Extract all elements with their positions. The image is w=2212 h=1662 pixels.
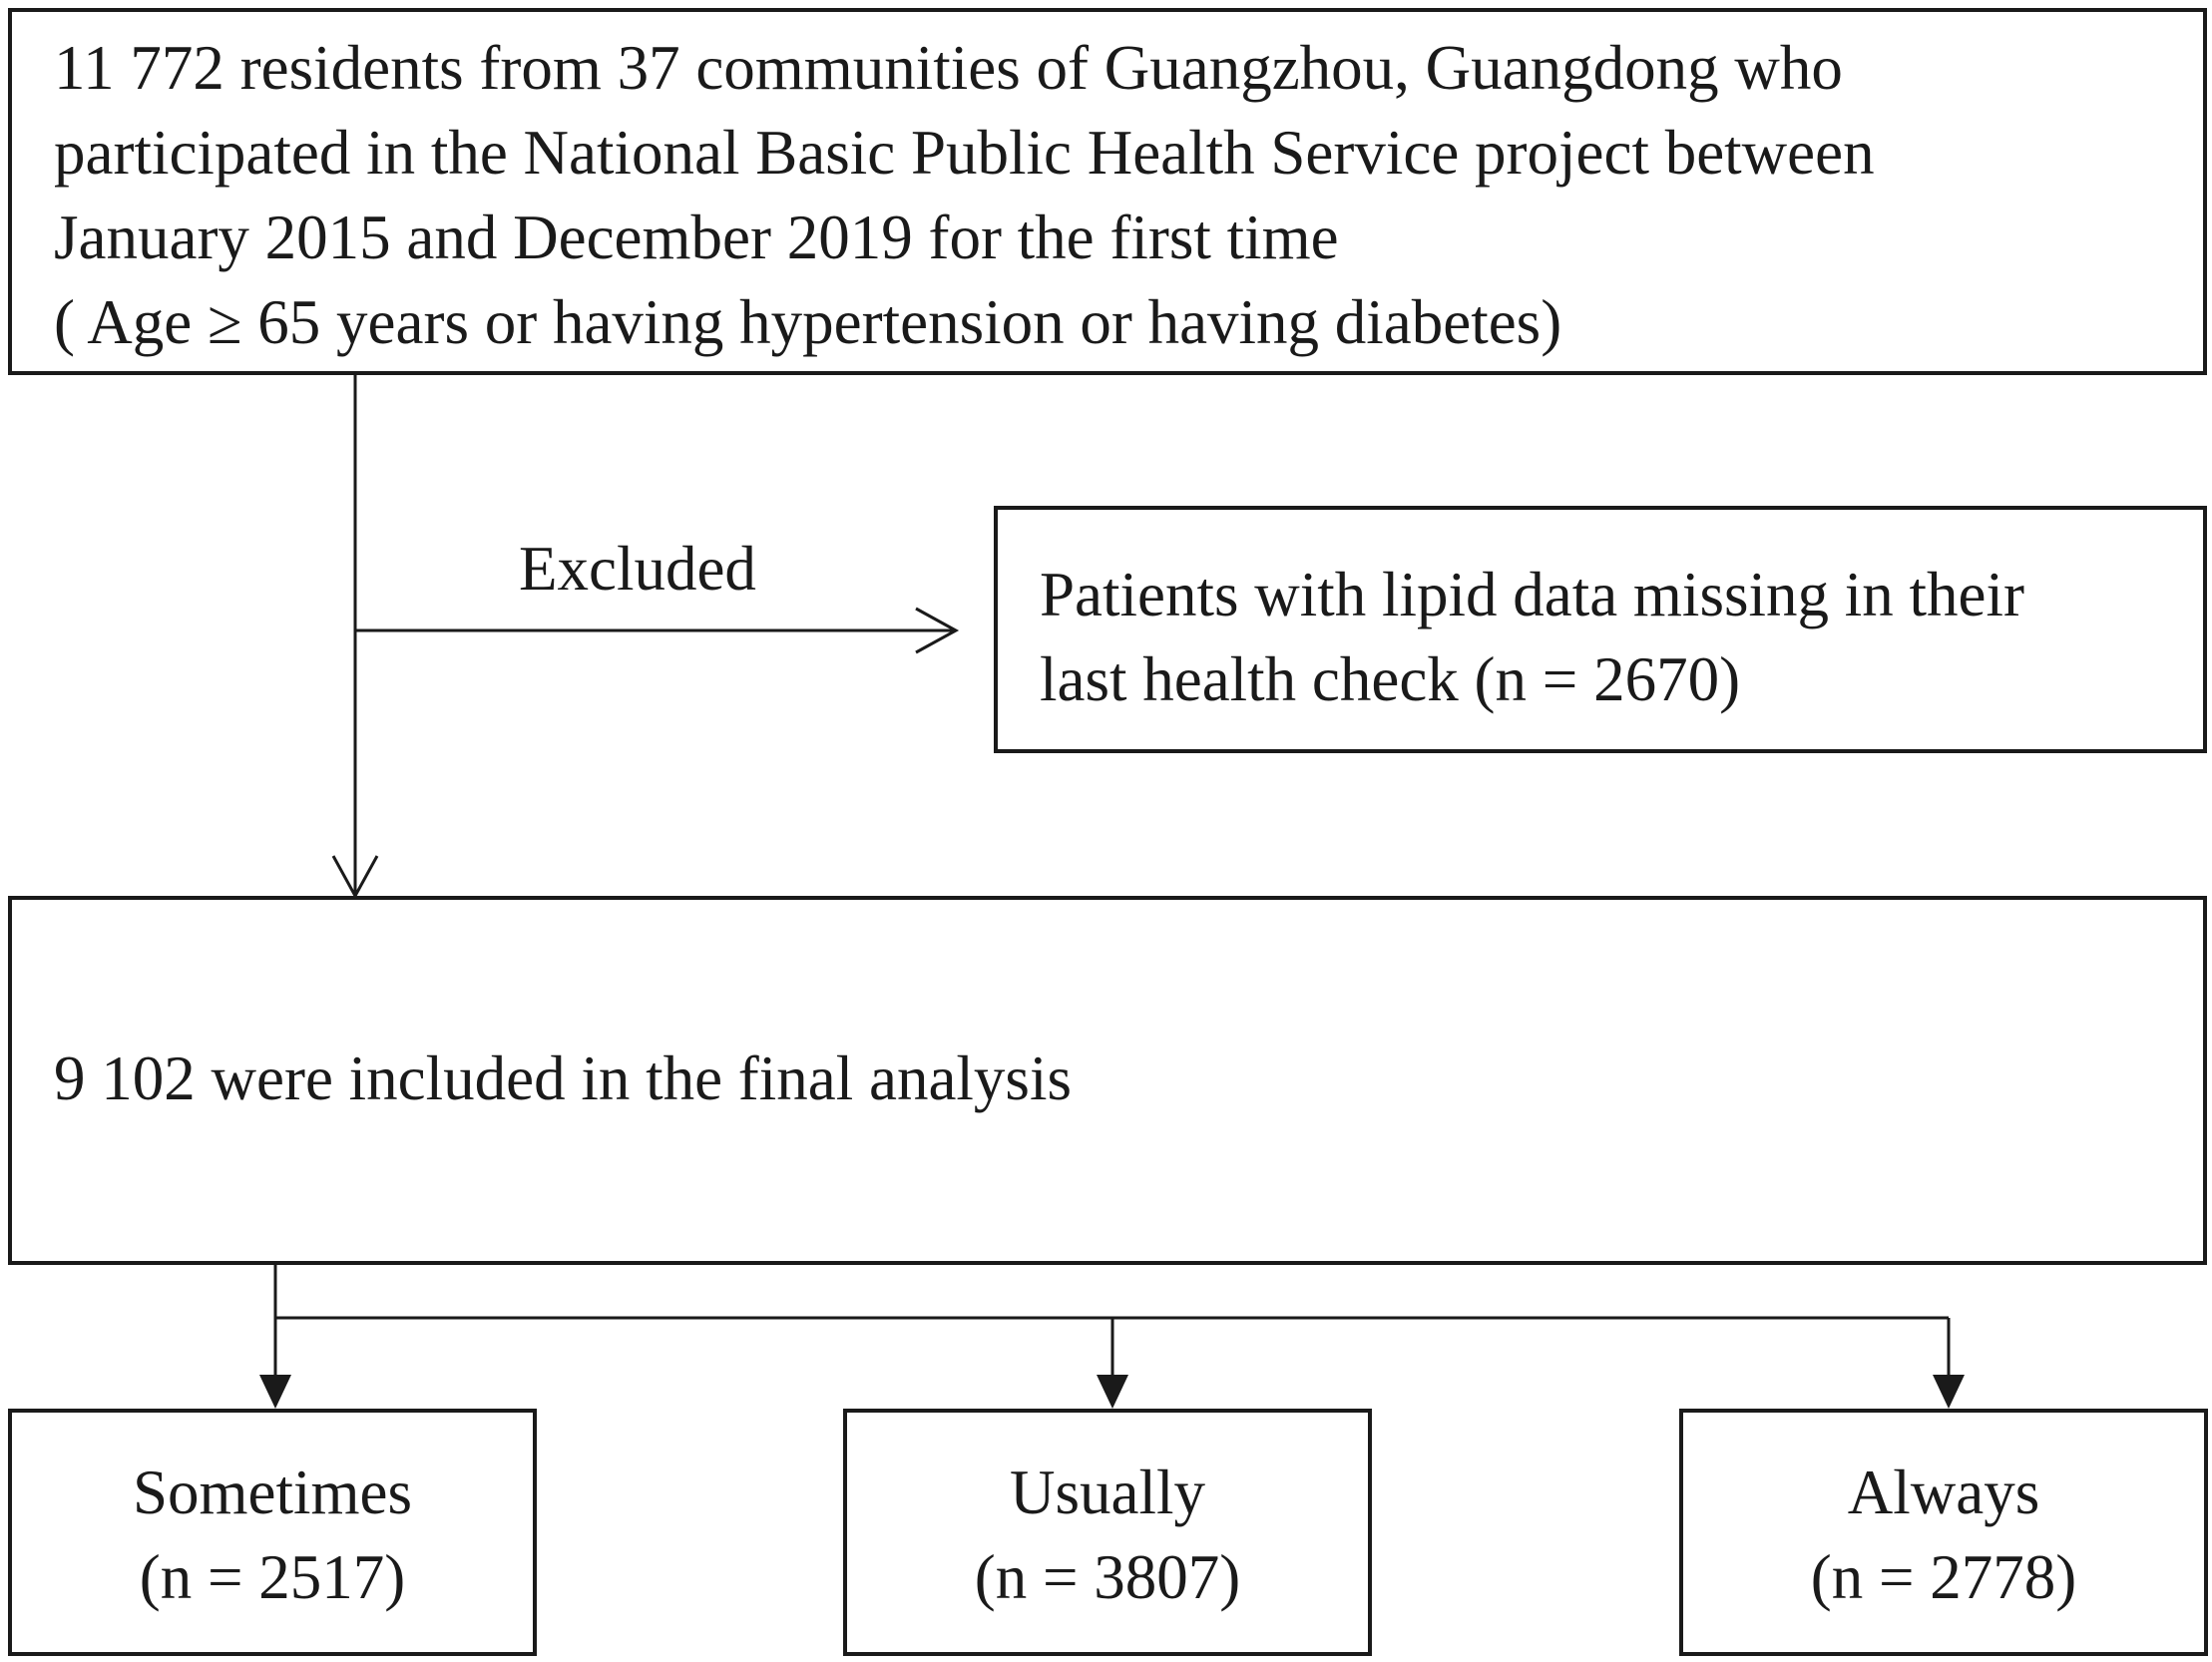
group-count-always: (n = 2778) (1810, 1542, 2077, 1612)
final-analysis-text: 9 102 were included in the final analysi… (54, 1043, 1072, 1113)
arrowhead-usually (1097, 1375, 1128, 1409)
group-count-sometimes: (n = 2517) (139, 1542, 406, 1612)
enrollment-line-4: ( Age ≥ 65 years or having hypertension … (54, 287, 1562, 357)
excluded-box: Patients with lipid data missing in thei… (994, 506, 2207, 753)
excluded-line-2: last health check (n = 2670) (1040, 644, 1741, 714)
group-box-always: Always (n = 2778) (1679, 1409, 2208, 1656)
group-count-usually: (n = 3807) (974, 1542, 1241, 1612)
enrollment-line-3: January 2015 and December 2019 for the f… (54, 203, 1339, 272)
group-box-usually: Usually (n = 3807) (843, 1409, 1372, 1656)
group-box-sometimes: Sometimes (n = 2517) (8, 1409, 537, 1656)
arrowhead-sometimes (259, 1375, 291, 1409)
group-label-always: Always (1847, 1457, 2040, 1527)
enrollment-line-1: 11 772 residents from 37 communities of … (54, 33, 1843, 103)
group-label-sometimes: Sometimes (133, 1457, 412, 1527)
final-analysis-box: 9 102 were included in the final analysi… (8, 896, 2207, 1265)
excluded-arrowhead (915, 607, 960, 654)
excluded-label: Excluded (519, 534, 756, 604)
group-label-usually: Usually (1010, 1457, 1205, 1527)
enrollment-box: 11 772 residents from 37 communities of … (8, 8, 2207, 375)
enrollment-line-2: participated in the National Basic Publi… (54, 118, 1875, 188)
arrowhead-always (1933, 1375, 1965, 1409)
excluded-line-1: Patients with lipid data missing in thei… (1040, 560, 2024, 629)
